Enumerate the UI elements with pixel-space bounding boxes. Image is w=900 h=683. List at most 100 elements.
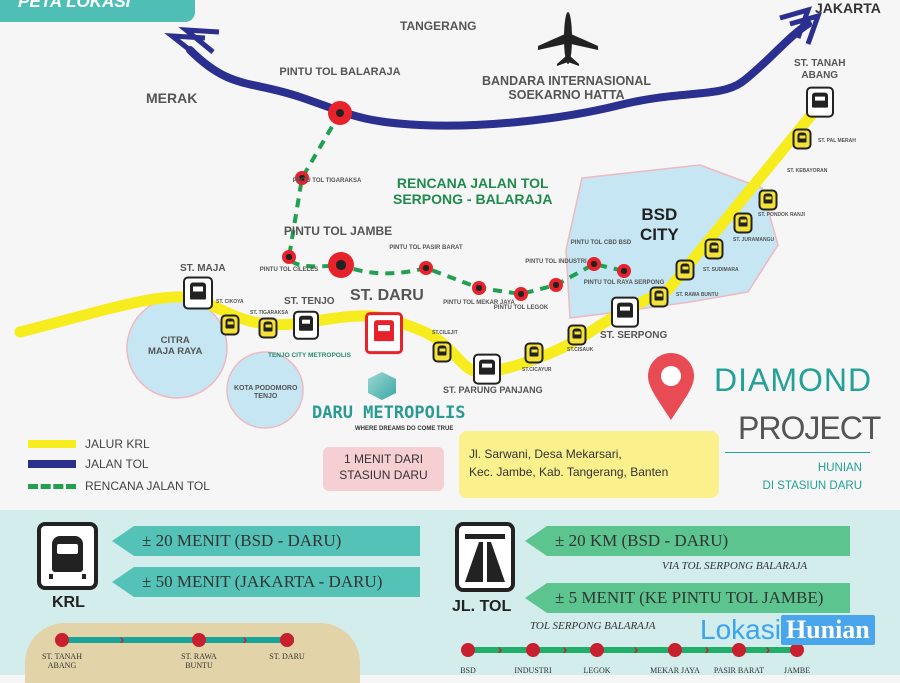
toll-route-stop [461,643,475,657]
toll-gate-marker [587,257,601,271]
station-label: ST.CICAYUR [522,367,552,373]
chevron-right-icon: › [633,641,639,658]
toll-gate-label: PINTU TOL BALARAJA [279,66,401,78]
toll-road-line [186,20,812,130]
label-tenjo-city: TENJO CITY METROPOLIS [268,352,351,359]
legend-label: JALAN TOL [85,457,149,471]
toll-via: VIA TOL SERPONG BALARAJA [662,560,808,572]
toll-route-label: LEGOK [583,666,611,675]
station-icon-minor [704,238,724,260]
chevron-right-icon: › [704,641,710,658]
watermark: Lokasi Hunian [700,615,875,645]
label-bsd-city: BSD CITY [640,205,679,244]
chevron-right-icon: › [497,641,503,658]
toll-route-stop [668,643,682,657]
train-silhouette [25,623,360,683]
toll-gate-label: PINTU TOL MEKAR JAYA [443,300,515,306]
transport-panel: KRL ± 20 MENIT (BSD - DARU) ± 50 MENIT (… [0,510,900,683]
station-label: ST. PAL MERAH [818,138,856,144]
toll-gate-label: PINTU TOL LEGOK [493,305,549,311]
toll-route-label: PASIR BARAT [713,666,765,675]
toll-label: JL. TOL [452,598,512,615]
station-icon-minor [649,286,669,308]
station-label: ST. PONDOK RANJI [758,212,805,218]
station-label: ST. SUDIMARA [703,267,739,273]
project-tagline: HUNIAN DI STASIUN DARU [762,462,862,493]
header-badge: PETA LOKASI [0,0,195,22]
toll-route-stop [732,643,746,657]
label-tangerang: TANGERANG [400,19,477,33]
project-title: DIAMOND [714,362,873,398]
station-icon-minor [733,212,753,234]
station-label: ST. MAJA [180,263,226,274]
krl-route-label: ST. TANAH ABANG [42,652,82,671]
toll-route-label: INDUSTRI [514,666,552,675]
callout-box: 1 MENIT DARI STASIUN DARU [323,447,444,491]
label-daru-metropolis: DARU METROPOLIS [312,403,466,423]
podomoro-area [226,351,304,429]
krl-time-jakarta: ± 50 MENIT (JAKARTA - DARU) [112,567,420,597]
station-label: ST. JURAMANGU [733,237,775,243]
toll-gate-marker [295,171,309,185]
toll-route-label: MEKAR JAYA [650,666,700,675]
station-icon-major [611,296,639,328]
label-daru-tagline: WHERE DREAMS DO COME TRUE [355,426,454,432]
station-label: ST. DARU [350,287,424,304]
station-label: ST. KEBAYORAN [787,168,828,174]
station-icon-major [293,310,319,340]
toll-gate-marker [419,261,433,275]
chevron-right-icon: › [242,631,248,648]
toll-gate-label: PINTU TOL TIGARAKSA [292,178,362,184]
station-label: ST. PARUNG PANJANG [443,385,543,395]
toll-via-2: TOL SERPONG BALARAJA [530,620,656,632]
krl-route-stop [55,633,69,647]
station-icon-minor [524,342,544,364]
krl-time-bsd: ± 20 MENIT (BSD - DARU) [112,526,420,556]
toll-time: ± 5 MENIT (KE PINTU TOL JAMBE) [525,583,850,613]
watermark-text-a: Lokasi [700,614,781,645]
toll-gate-marker [549,278,563,292]
location-pin-icon [648,353,694,420]
label-planned-toll: RENCANA JALAN TOL SERPONG - BALARAJA [393,175,553,208]
station-label: ST. RAWA BUNTU [676,292,719,298]
toll-gate-label: PINTU TOL CBD BSD [570,240,632,246]
station-icon-major [473,353,501,385]
legend-item-planned: RENCANA JALAN TOL [28,474,210,498]
krl-route-label: ST. RAWA BUNTU [181,652,217,671]
station-label: ST. SERPONG [600,330,668,341]
toll-route-line [468,647,798,653]
toll-gate-label: PINTU TOL RAYA SERPONG [583,280,665,286]
toll-route-stop [790,643,804,657]
st-daru-train-icon [365,312,403,354]
station-label: ST. TENJO [284,296,335,307]
toll-gate-marker [472,281,486,295]
toll-road-icon [455,522,515,592]
address-box: Jl. Sarwani, Desa Mekarsari, Kec. Jambe,… [459,431,719,498]
legend: JALUR KRL JALAN TOL RENCANA JALAN TOL [28,434,210,498]
label-merak: MERAK [146,90,198,106]
chevron-right-icon: › [119,631,125,648]
station-icon-minor [258,317,278,339]
station-icon-minor [220,314,240,336]
krl-route-stop [280,633,294,647]
station-icon-major [183,276,213,310]
toll-distance: ± 20 KM (BSD - DARU) [525,526,850,556]
station-label: ST. CIKOYA [216,299,244,305]
toll-route-stop [590,643,604,657]
toll-gate-marker [328,252,354,278]
krl-label: KRL [52,594,85,611]
station-icon-minor [792,128,812,150]
label-citra-maja: CITRA MAJA RAYA [148,335,203,357]
bsd-city-area [565,164,779,319]
toll-gate-label: PINTU TOL INDUSTRI [525,259,587,265]
watermark-text-b: Hunian [780,615,875,645]
krl-route-stop [192,633,206,647]
chevron-right-icon: › [765,641,771,658]
krl-train-icon [37,522,98,590]
legend-item-toll: JALAN TOL [28,454,210,474]
jakarta-arrow [779,6,822,45]
station-label: ST. TIGARAKSA [250,310,289,316]
station-icon-major [806,86,834,118]
toll-swatch [28,460,76,468]
project-subtitle: PROJECT [738,410,881,446]
